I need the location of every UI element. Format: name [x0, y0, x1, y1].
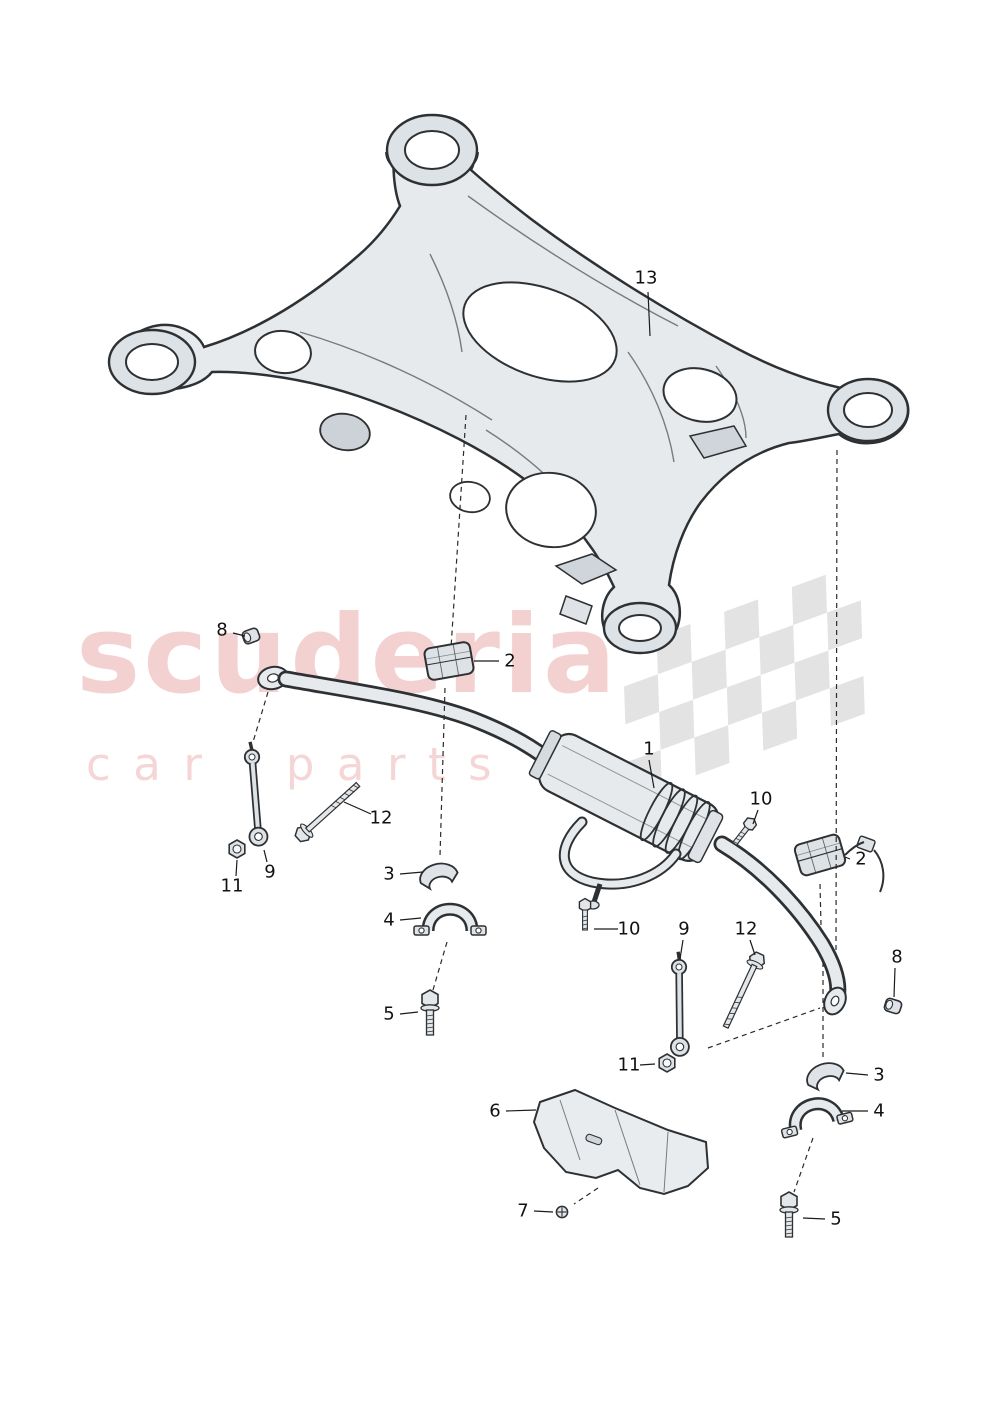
leader-line — [844, 856, 851, 860]
clamp-part4-left — [414, 909, 486, 935]
cap-part8-right — [882, 996, 904, 1016]
clamp-half-part3-right — [802, 1058, 848, 1093]
clamp-half-part3-left — [416, 859, 461, 891]
leader-line — [893, 967, 896, 998]
leader-lines — [232, 291, 896, 1220]
nut-part11-center — [658, 1053, 676, 1073]
bolt-part5-left — [420, 989, 440, 1036]
bolt-part5-right — [779, 1191, 799, 1238]
bushing-part2-right — [792, 832, 848, 878]
leader-line — [399, 1011, 419, 1015]
bolt-part12-left — [291, 777, 365, 846]
screw-part7 — [555, 1205, 569, 1219]
anti-roll-bar-part1 — [257, 665, 885, 1016]
leader-line — [639, 1063, 656, 1066]
leader-line — [343, 801, 372, 815]
leader-line — [505, 1109, 537, 1112]
actuator-body — [528, 730, 724, 864]
dashed-connector-line — [252, 691, 269, 743]
dashed-connector-line — [573, 1187, 599, 1205]
heat-shield-part6 — [532, 1088, 710, 1196]
leader-line — [802, 1217, 826, 1220]
leader-line — [399, 871, 424, 875]
bolt-part10-center — [578, 897, 592, 931]
dashed-connector-line — [793, 1137, 814, 1193]
leader-line — [399, 917, 422, 921]
watermark-subtext: car parts — [86, 738, 515, 791]
dashed-connector-line — [450, 414, 467, 649]
checkered-flag-watermark — [624, 574, 865, 800]
leader-line — [749, 939, 756, 956]
stabilizer-link-part9-left — [239, 742, 274, 847]
clamp-part4-right — [777, 1096, 853, 1138]
bolt-part12-right — [717, 949, 769, 1032]
leader-line — [533, 1210, 554, 1213]
actuator-connector — [844, 835, 885, 893]
dashed-connector-line — [707, 1007, 821, 1049]
stabilizer-link-part9-right — [660, 951, 702, 1057]
leader-line — [235, 859, 238, 877]
nut-part11-left — [228, 839, 246, 859]
leader-line — [648, 759, 655, 789]
leader-line — [679, 939, 684, 960]
dashed-connector-line — [432, 941, 448, 991]
leader-line — [263, 849, 268, 863]
subframe-part13 — [107, 113, 910, 655]
dashed-connector-line — [819, 883, 822, 926]
bushing-part2-left — [422, 640, 476, 682]
leader-line — [232, 632, 246, 637]
leader-line — [647, 291, 651, 337]
leader-line — [845, 1072, 869, 1076]
dashed-connector-line — [439, 687, 446, 857]
dashed-connector-line — [835, 449, 838, 951]
leader-line — [752, 809, 759, 825]
